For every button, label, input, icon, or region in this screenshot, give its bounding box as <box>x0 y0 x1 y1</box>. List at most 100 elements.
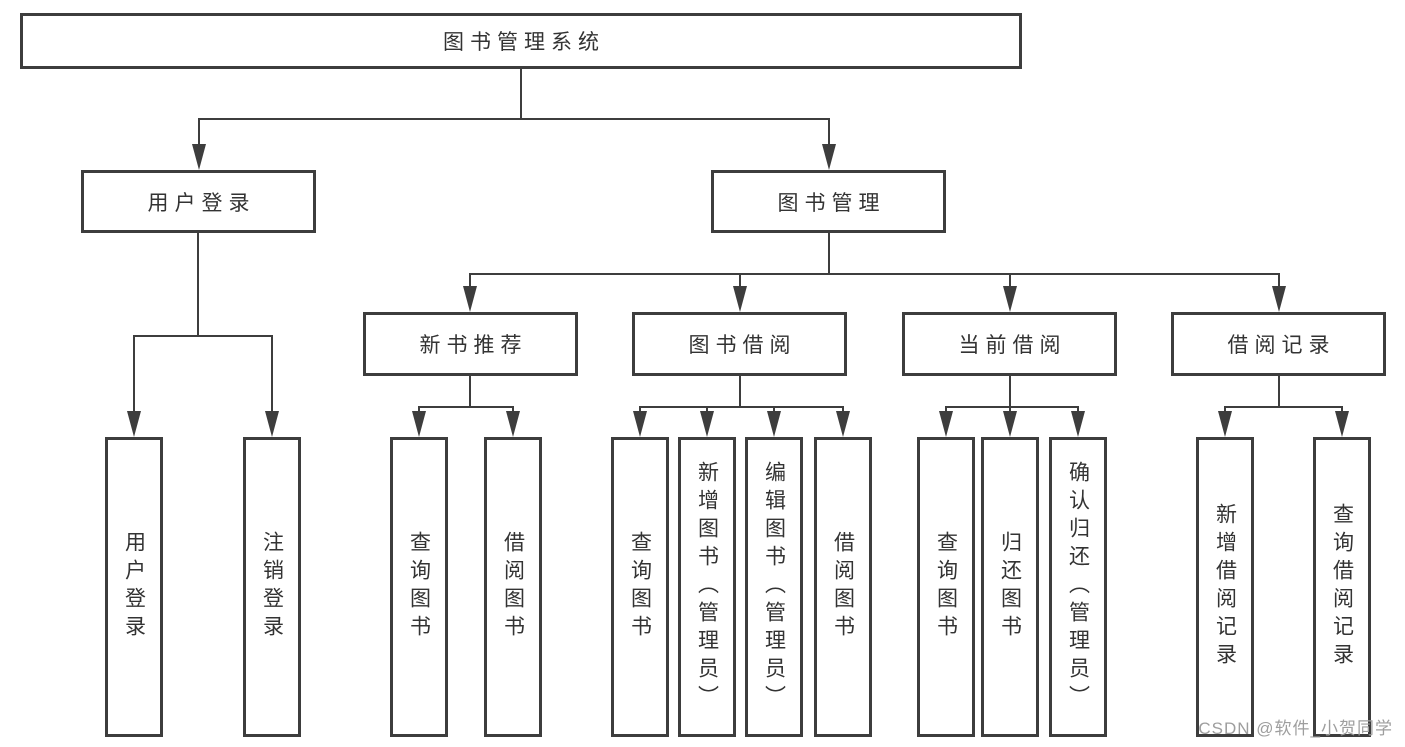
arrow-stem <box>469 273 471 290</box>
arrow-stem <box>1009 273 1011 290</box>
leaf-label: 借阅图书 <box>831 531 855 643</box>
arrow-head <box>822 144 836 170</box>
arrow-head <box>700 411 714 437</box>
connector-bar <box>469 273 1280 275</box>
arrow-head <box>767 411 781 437</box>
connector-arrow <box>836 406 850 437</box>
leaf-add-borrow-record: 新增借阅记录 <box>1196 437 1254 737</box>
arrow-stem <box>133 335 135 415</box>
leaf-borrow-books: 借阅图书 <box>484 437 542 737</box>
node-label: 图书管理系统 <box>443 31 605 54</box>
arrow-head <box>192 144 206 170</box>
arrow-head <box>633 411 647 437</box>
leaf-label: 查询图书 <box>934 531 958 643</box>
leaf-label: 注销登录 <box>260 531 284 643</box>
connector-bar <box>639 406 844 408</box>
connector-arrow <box>1218 406 1232 437</box>
arrow-stem <box>639 406 641 415</box>
connector-stem <box>520 69 522 118</box>
arrow-head <box>1218 411 1232 437</box>
connector-arrow <box>463 273 477 312</box>
arrow-stem <box>739 273 741 290</box>
arrow-head <box>1335 411 1349 437</box>
connector-arrow <box>700 406 714 437</box>
node-label: 当前借阅 <box>958 334 1067 357</box>
connector-arrow <box>767 406 781 437</box>
arrow-stem <box>1224 406 1226 415</box>
connector-arrow <box>1335 406 1349 437</box>
connector-arrow <box>733 273 747 312</box>
node-user-login: 用户登录 <box>81 170 316 233</box>
arrow-stem <box>828 118 830 148</box>
connector-arrow <box>192 118 206 170</box>
connector-arrow <box>633 406 647 437</box>
arrow-head <box>733 286 747 312</box>
connector-arrow <box>1003 273 1017 312</box>
node-label: 图书管理 <box>777 191 886 215</box>
connector-arrow <box>412 406 426 437</box>
node-library-management-system: 图书管理系统 <box>20 13 1022 69</box>
arrow-head <box>1071 411 1085 437</box>
arrow-head <box>1003 411 1017 437</box>
leaf-label: 归还图书 <box>998 531 1022 643</box>
node-label: 新书推荐 <box>419 334 528 357</box>
leaf-label: 用户登录 <box>122 531 146 643</box>
leaf-label: 借阅图书 <box>501 531 525 643</box>
connector-stem <box>197 233 199 335</box>
leaf-return-book: 归还图书 <box>981 437 1039 737</box>
node-new-book-recommend: 新书推荐 <box>363 312 578 376</box>
arrow-head <box>506 411 520 437</box>
arrow-stem <box>706 406 708 415</box>
connector-stem <box>1009 376 1011 406</box>
leaf-label: 确认归还（管理员） <box>1066 461 1090 713</box>
leaf-borrow-books: 借阅图书 <box>814 437 872 737</box>
leaf-logout: 注销登录 <box>243 437 301 737</box>
node-book-borrowing: 图书借阅 <box>632 312 847 376</box>
connector-bar <box>945 406 1079 408</box>
connector-arrow <box>1272 273 1286 312</box>
connector-arrow <box>1071 406 1085 437</box>
connector-arrow <box>127 335 141 437</box>
leaf-query-books: 查询图书 <box>917 437 975 737</box>
leaf-query-books: 查询图书 <box>611 437 669 737</box>
connector-arrow <box>822 118 836 170</box>
arrow-head <box>412 411 426 437</box>
arrow-stem <box>418 406 420 415</box>
connector-arrow <box>1003 406 1017 437</box>
node-label: 用户登录 <box>147 191 256 215</box>
leaf-query-books: 查询图书 <box>390 437 448 737</box>
watermark: CSDN @软件_小贺同学 <box>1198 719 1393 738</box>
node-current-borrowing: 当前借阅 <box>902 312 1117 376</box>
arrow-stem <box>198 118 200 148</box>
arrow-head <box>265 411 279 437</box>
arrow-stem <box>773 406 775 415</box>
connector-stem <box>1278 376 1280 406</box>
node-borrowing-records: 借阅记录 <box>1171 312 1386 376</box>
arrow-stem <box>1077 406 1079 415</box>
connector-arrow <box>265 335 279 437</box>
leaf-confirm-return-admin: 确认归还（管理员） <box>1049 437 1107 737</box>
leaf-label: 新增借阅记录 <box>1213 503 1237 671</box>
arrow-head <box>939 411 953 437</box>
connector-bar <box>418 406 514 408</box>
leaf-label: 编辑图书（管理员） <box>762 461 786 713</box>
leaf-query-borrow-record: 查询借阅记录 <box>1313 437 1371 737</box>
arrow-stem <box>512 406 514 415</box>
leaf-label: 查询借阅记录 <box>1330 503 1354 671</box>
leaf-label: 新增图书（管理员） <box>695 461 719 713</box>
node-label: 借阅记录 <box>1227 334 1336 357</box>
arrow-stem <box>1009 406 1011 415</box>
connector-bar <box>133 335 273 337</box>
connector-arrow <box>939 406 953 437</box>
arrow-stem <box>1341 406 1343 415</box>
leaf-add-book-admin: 新增图书（管理员） <box>678 437 736 737</box>
connector-stem <box>828 233 830 273</box>
leaf-user-login: 用户登录 <box>105 437 163 737</box>
connector-bar <box>198 118 830 120</box>
connector-bar <box>1224 406 1343 408</box>
arrow-head <box>127 411 141 437</box>
arrow-stem <box>271 335 273 415</box>
node-book-management: 图书管理 <box>711 170 946 233</box>
connector-arrow <box>506 406 520 437</box>
